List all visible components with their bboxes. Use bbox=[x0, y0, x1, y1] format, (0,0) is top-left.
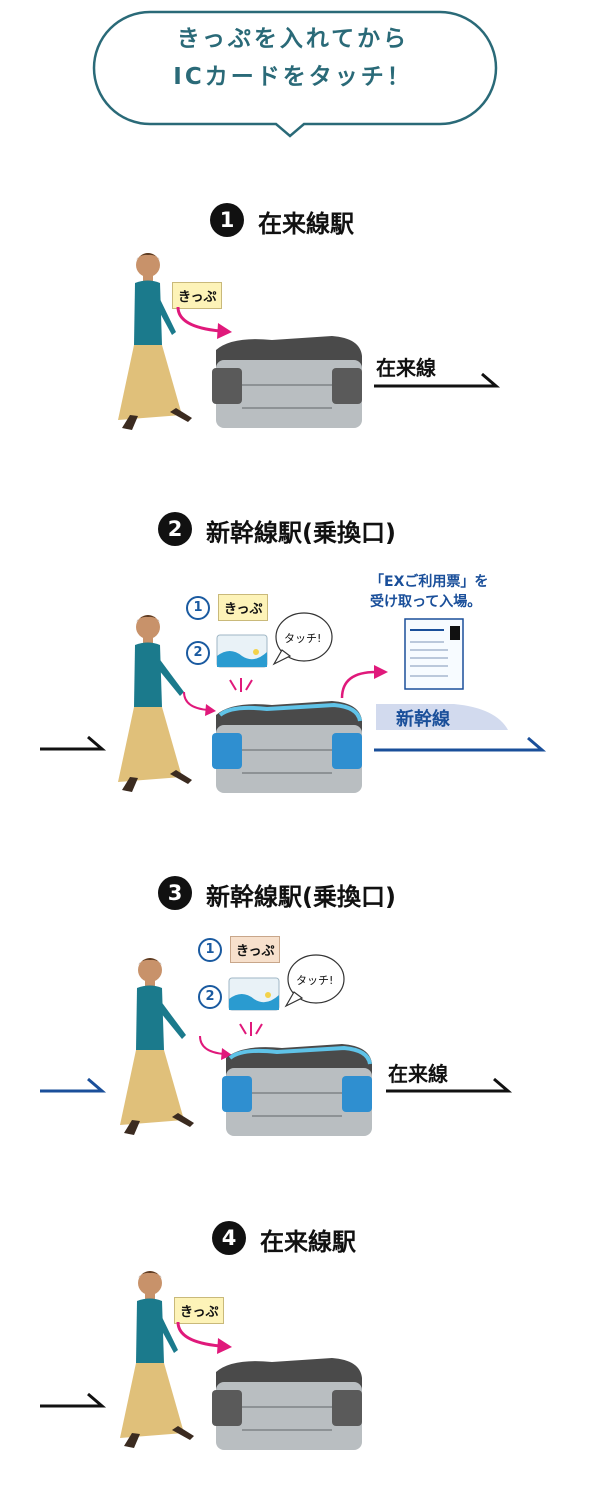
step3-item2-number: 2 bbox=[198, 985, 222, 1009]
step4-number: 4 bbox=[212, 1221, 246, 1255]
step3-hand-arrow bbox=[199, 1035, 232, 1060]
step2-number: 2 bbox=[158, 512, 192, 546]
step3-woman-illustration bbox=[120, 958, 194, 1135]
header-bubble bbox=[92, 10, 498, 138]
step2-ic-card-icon bbox=[216, 634, 268, 668]
step3-number: 3 bbox=[158, 876, 192, 910]
step4-arrow bbox=[176, 1321, 232, 1354]
step4-entry-arrow bbox=[40, 1392, 107, 1408]
step1-arrow bbox=[176, 306, 232, 339]
header-line1: きっぷを入れてから bbox=[176, 26, 410, 52]
step4-ticket-gate bbox=[212, 1358, 362, 1450]
step2-ex-note-line2: 受け取って入場。 bbox=[370, 594, 482, 610]
step1-kippu-tag: きっぷ bbox=[172, 282, 223, 309]
step1-line-label: 在来線 bbox=[376, 356, 436, 380]
step2-kippu-tag: きっぷ bbox=[218, 594, 269, 621]
header-text: きっぷを入れてから ICカードをタッチ！ bbox=[94, 20, 492, 96]
step1-title: 在来線駅 bbox=[258, 210, 354, 238]
step4-title: 在来線駅 bbox=[260, 1228, 356, 1256]
step3-title: 新幹線駅(乗換口) bbox=[206, 883, 396, 911]
step1-line-arrow bbox=[374, 372, 501, 388]
step1-ticket-gate bbox=[212, 336, 362, 428]
step2-entry-arrow bbox=[40, 735, 107, 751]
step3-entry-arrow bbox=[40, 1077, 107, 1093]
step2-shinkansen-arrow bbox=[374, 736, 547, 752]
step2-line-label: 新幹線 bbox=[396, 709, 450, 730]
step2-exit-arrow bbox=[340, 665, 388, 699]
step3-kippu-tag: きっぷ bbox=[230, 936, 281, 963]
step3-ic-card-icon bbox=[228, 977, 280, 1011]
step1-woman-illustration bbox=[118, 253, 192, 430]
step2-woman-illustration bbox=[118, 615, 192, 792]
step2-touch-text: タッチ! bbox=[284, 632, 322, 645]
step2-hand-arrow bbox=[183, 691, 216, 716]
step2-item2-number: 2 bbox=[186, 641, 210, 665]
step1-number: 1 bbox=[210, 203, 244, 237]
step3-touch-text: タッチ! bbox=[296, 974, 334, 987]
step3-item1-number: 1 bbox=[198, 938, 222, 962]
step2-title: 新幹線駅(乗換口) bbox=[206, 519, 396, 547]
step2-ex-note-line1: 「EXご利用票」を bbox=[370, 574, 489, 590]
step2-sparkle-icon bbox=[229, 678, 253, 692]
step3-ticket-gate bbox=[222, 1044, 372, 1136]
step3-sparkle-icon bbox=[239, 1022, 263, 1036]
step2-ex-slip-icon bbox=[404, 618, 464, 690]
step2-shinkansen-icon bbox=[376, 704, 508, 730]
step2-touch-bubble bbox=[272, 612, 333, 666]
step2-ticket-gate bbox=[212, 701, 362, 793]
step3-line-arrow bbox=[386, 1077, 513, 1093]
step2-ex-note: 「EXご利用票」を 受け取って入場。 bbox=[370, 572, 488, 612]
step4-kippu-tag: きっぷ bbox=[174, 1297, 225, 1324]
step4-woman-illustration bbox=[120, 1271, 194, 1448]
step3-touch-bubble bbox=[284, 954, 345, 1008]
step2-item1-number: 1 bbox=[186, 596, 210, 620]
header-line2: ICカードをタッチ！ bbox=[173, 64, 413, 90]
step3-line-label: 在来線 bbox=[388, 1062, 448, 1086]
